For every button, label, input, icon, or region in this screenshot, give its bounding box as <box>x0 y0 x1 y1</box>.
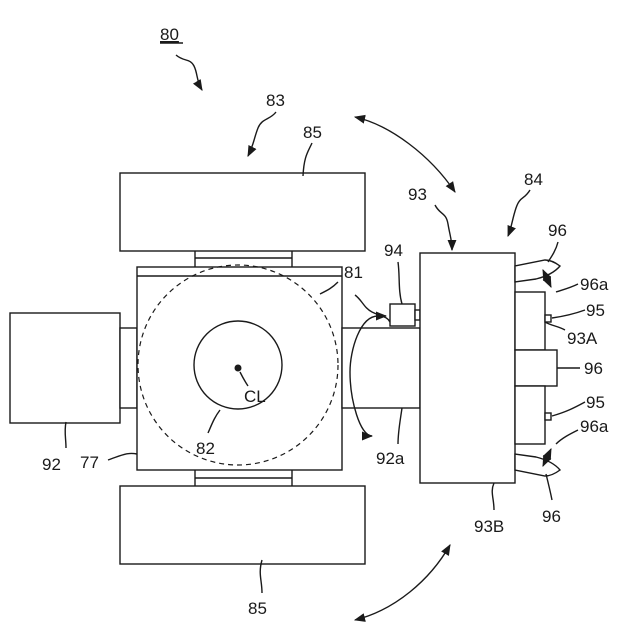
sensor-stub <box>415 310 420 320</box>
leader-96a-top <box>556 284 578 292</box>
top-track <box>120 173 365 251</box>
sensor-block <box>390 304 415 326</box>
head-body <box>420 253 515 483</box>
leader-85-top <box>303 143 312 176</box>
leader-81 <box>355 295 386 316</box>
label-sensor: 94 <box>384 241 403 260</box>
tool-block-upper <box>515 292 545 350</box>
swing-arrow-bottom <box>355 545 450 620</box>
tool-block-lower <box>515 386 545 444</box>
label-device: 80 <box>160 25 179 44</box>
label-head: 93 <box>408 185 427 204</box>
label-tool-top-tip: 96a <box>580 275 609 294</box>
leader-92a <box>398 408 402 444</box>
rotation-arc-top <box>378 316 390 322</box>
label-left-block: 92 <box>42 455 61 474</box>
label-arm-shaft: 92a <box>376 449 405 468</box>
leader-96-top <box>548 242 558 262</box>
label-body-unit: 83 <box>266 91 285 110</box>
label-pin-bottom: 95 <box>586 393 605 412</box>
leader-94 <box>398 262 402 304</box>
tool-bottom-claw <box>515 454 560 476</box>
label-arm-unit: 84 <box>524 170 543 189</box>
leader-83 <box>248 112 276 156</box>
leader-80 <box>176 55 202 90</box>
center-point <box>235 365 242 372</box>
leader-92 <box>65 422 66 448</box>
label-tool-bottom: 96 <box>542 507 561 526</box>
pin-lower <box>545 413 551 420</box>
label-frame: 77 <box>80 453 99 472</box>
label-tool-top: 96 <box>548 221 567 240</box>
leader-93A <box>545 322 565 330</box>
leader-93 <box>435 205 452 250</box>
label-track-top: 85 <box>303 123 322 142</box>
leader-96a-bottom <box>556 430 578 444</box>
leader-95-bottom <box>552 402 585 416</box>
leader-85-bottom <box>260 560 262 593</box>
label-tool-bottom-tip: 96a <box>580 417 609 436</box>
tool-top-claw <box>515 260 560 282</box>
leader-84 <box>508 190 530 236</box>
label-drum: 81 <box>344 263 363 282</box>
label-center: CL <box>244 387 266 406</box>
label-pin-top: 95 <box>586 301 605 320</box>
label-head-upper: 93A <box>567 329 598 348</box>
label-tool-mid: 96 <box>584 359 603 378</box>
arm-shaft <box>342 328 420 408</box>
leader-96-bottom <box>546 474 552 500</box>
leader-93B <box>492 483 494 510</box>
bottom-track <box>120 486 365 564</box>
label-head-lower: 93B <box>474 517 504 536</box>
pin-upper <box>545 315 551 322</box>
label-hub: 82 <box>196 439 215 458</box>
tool-block-mid <box>515 350 557 386</box>
leader-95-top <box>552 310 585 318</box>
left-connector <box>120 328 137 408</box>
label-track-bottom: 85 <box>248 599 267 618</box>
leader-77 <box>108 453 137 460</box>
left-block <box>10 313 120 423</box>
swing-arrow-top <box>355 117 455 192</box>
